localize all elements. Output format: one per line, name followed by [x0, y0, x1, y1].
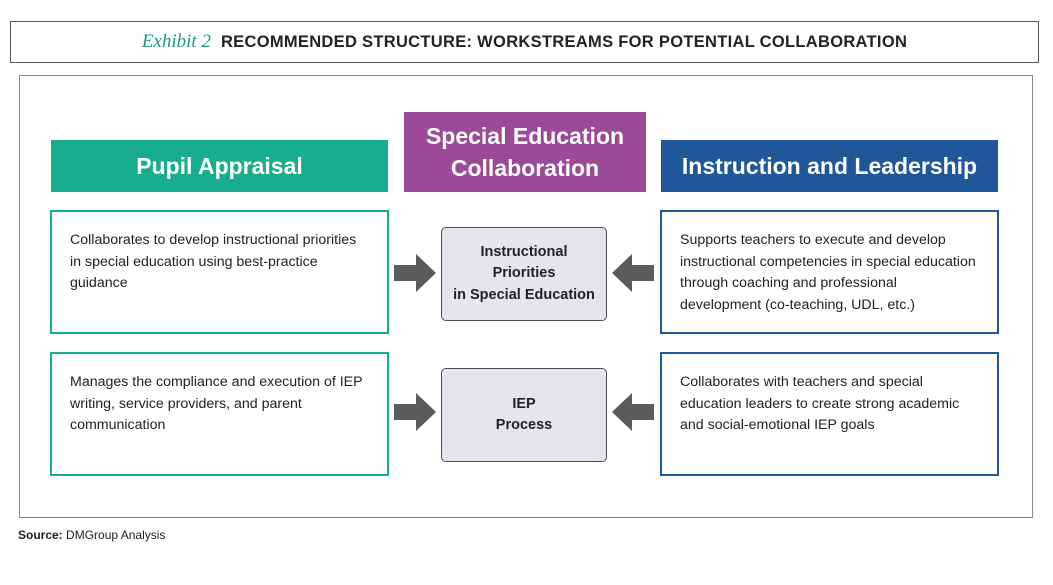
pupil-card-priorities: Collaborates to develop instructional pr… — [50, 210, 389, 334]
exhibit-title-bar: Exhibit 2 RECOMMENDED STRUCTURE: WORKSTR… — [10, 21, 1039, 63]
diagram-frame — [19, 75, 1033, 518]
source-text: DMGroup Analysis — [66, 528, 166, 542]
iep-line1: IEP — [512, 395, 536, 412]
header-instruction-leadership: Instruction and Leadership — [661, 140, 998, 192]
header-pupil-appraisal: Pupil Appraisal — [51, 140, 388, 192]
instruction-card-iep: Collaborates with teachers and special e… — [660, 352, 999, 476]
priorities-line1: Instructional — [480, 243, 568, 260]
header-special-education-collaboration: Special Education Collaboration — [404, 112, 646, 192]
instruction-card-priorities: Supports teachers to execute and develop… — [660, 210, 999, 334]
center-box-instructional-priorities: Instructional Priorities in Special Educ… — [441, 227, 607, 321]
exhibit-label: Exhibit 2 — [141, 31, 211, 52]
arrow-left-icon — [612, 254, 654, 292]
header-sped-line2: Collaboration — [450, 155, 600, 181]
center-box-iep-process: IEP Process — [441, 368, 607, 462]
pupil-card-iep: Manages the compliance and execution of … — [50, 352, 389, 476]
arrow-left-icon — [612, 393, 654, 431]
source-note: Source: DMGroup Analysis — [18, 528, 165, 542]
priorities-line2: Priorities — [492, 265, 556, 282]
priorities-line3: in Special Education — [453, 286, 595, 303]
header-sped-line1: Special Education — [425, 123, 625, 149]
source-label: Source: — [18, 528, 63, 542]
arrow-right-icon — [394, 254, 436, 292]
iep-line2: Process — [495, 417, 553, 433]
exhibit-title: RECOMMENDED STRUCTURE: WORKSTREAMS FOR P… — [220, 32, 908, 51]
arrow-right-icon — [394, 393, 436, 431]
